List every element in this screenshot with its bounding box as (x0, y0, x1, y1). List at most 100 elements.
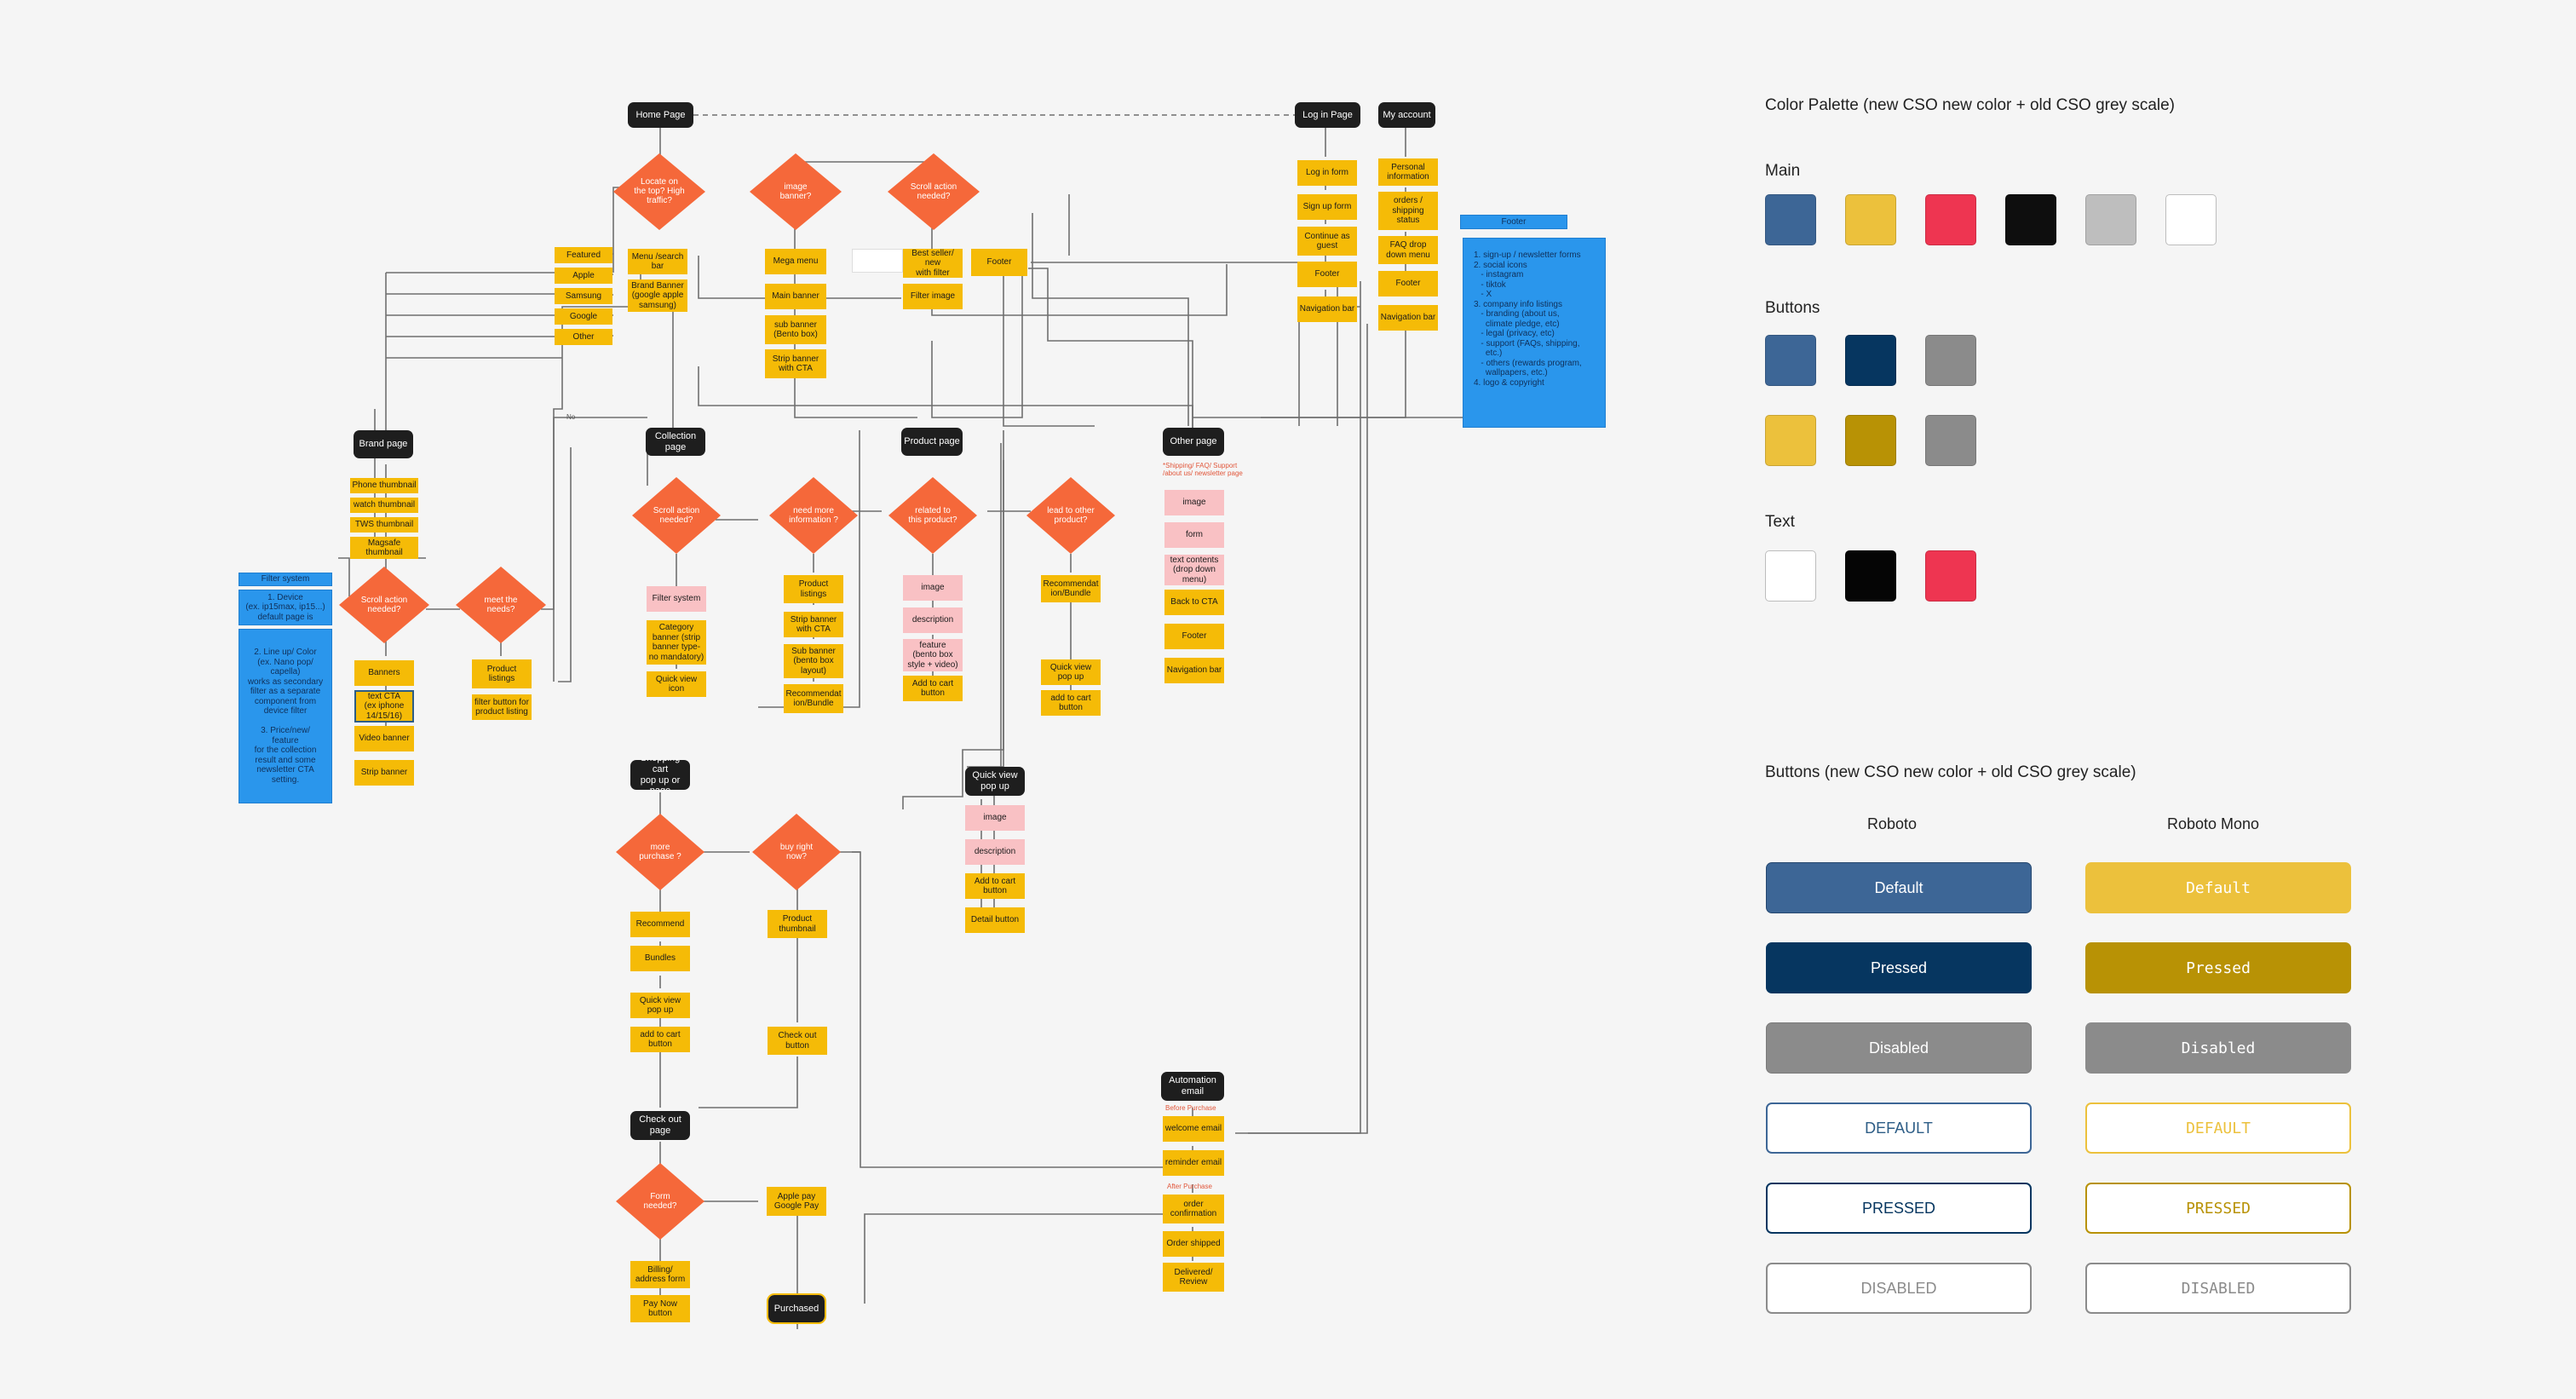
strip-banner-cta2-node: Strip banner with CTA (784, 612, 843, 637)
pressed-button[interactable]: Pressed (1766, 942, 2032, 993)
swatch-main-blue (1765, 194, 1816, 245)
add-to-cart-product-node: Add to cart button (903, 676, 963, 701)
swatch-text-red (1925, 550, 1976, 602)
swatch-main-grey (2085, 194, 2136, 245)
description-product-node: description (903, 607, 963, 633)
log-in-page-node[interactable]: Log in Page (1295, 102, 1360, 128)
decision-label: buy right now? (779, 842, 814, 861)
recommendation-bundle2-node: Recommendat ion/Bundle (1041, 575, 1101, 602)
order-confirmation-node: order confirmation (1163, 1195, 1224, 1223)
swatch-button-navy (1845, 335, 1896, 386)
recommendation-bundle-node: Recommendat ion/Bundle (784, 684, 843, 713)
faq-dropdown-node: FAQ drop down menu (1378, 236, 1438, 264)
other-page-note: *Shipping/ FAQ/ Support /about us/ newsl… (1163, 462, 1243, 477)
swatch-button-grey-2 (1925, 415, 1976, 466)
quick-view-popup-node[interactable]: Quick view pop up (965, 767, 1025, 796)
decision-label: image banner? (779, 181, 812, 201)
filter-system-item-2: 2. Line up/ Color (ex. Nano pop/ capella… (239, 629, 332, 803)
buttons-title: Buttons (new CSO new color + old CSO gre… (1765, 763, 2136, 781)
pay-now-node: Pay Now button (630, 1295, 690, 1322)
default-button[interactable]: Default (1766, 862, 2032, 913)
decision-form-needed: Form needed? (616, 1163, 704, 1240)
recommend-node: Recommend (630, 912, 690, 937)
banners-node: Banners (354, 660, 414, 686)
brand-page-node[interactable]: Brand page (354, 430, 413, 458)
quick-view-cart-node: Quick view pop up (630, 993, 690, 1018)
check-out-button-node: Check out button (768, 1027, 827, 1055)
decision-label: Scroll action needed? (910, 181, 957, 201)
product-listings-node: Product listings (784, 575, 843, 603)
category-banner-node: Category banner (strip banner type- no m… (647, 620, 706, 665)
decision-related-product: related to this product? (888, 477, 977, 554)
personal-info-node: Personal information (1378, 158, 1438, 186)
home-page-node[interactable]: Home Page (628, 102, 693, 128)
billing-form-node: Billing/ address form (630, 1261, 690, 1288)
swatch-text-black (1845, 550, 1896, 602)
edge-label-no: No (566, 413, 576, 421)
my-account-node[interactable]: My account (1378, 102, 1435, 128)
quick-view-icon-node: Quick view icon (647, 671, 706, 697)
product-page-node[interactable]: Product page (901, 428, 963, 456)
decision-image-banner: image banner? (750, 153, 842, 230)
disabled-mono-button[interactable]: Disabled (2085, 1022, 2351, 1074)
menu-item-other: Other (555, 329, 612, 345)
menu-item-google: Google (555, 308, 612, 325)
product-thumbnail-node: Product thumbnail (768, 910, 827, 938)
main-colors-label: Main (1765, 162, 1801, 180)
order-shipped-node: Order shipped (1163, 1231, 1224, 1257)
purchased-node[interactable]: Purchased (767, 1293, 826, 1324)
tws-thumbnail-node: TWS thumbnail (350, 517, 418, 533)
footer-panel-body: 1. sign-up / newsletter forms 2. social … (1463, 238, 1606, 428)
automation-email-node[interactable]: Automation email (1161, 1072, 1224, 1101)
menu-item-samsung: Samsung (555, 288, 612, 304)
image-qv-node: image (965, 805, 1025, 831)
sub-banner-layout-node: Sub banner (bento box layout) (784, 644, 843, 678)
phone-thumbnail-node: Phone thumbnail (350, 478, 418, 493)
default-outline-button[interactable]: DEFAULT (1766, 1103, 2032, 1154)
disabled-mono-outline-button[interactable]: DISABLED (2085, 1263, 2351, 1314)
video-banner-node: Video banner (354, 726, 414, 751)
swatch-button-yellow (1765, 415, 1816, 466)
menu-item-featured: Featured (555, 247, 612, 263)
add-to-cart-small-node: add to cart button (1041, 690, 1101, 716)
filter-button-node: filter button for product listing (472, 694, 532, 720)
swatch-main-black (2005, 194, 2056, 245)
footer-other-node: Footer (1164, 624, 1224, 649)
collection-page-node[interactable]: Collection page (646, 428, 705, 456)
default-mono-outline-button[interactable]: DEFAULT (2085, 1103, 2351, 1154)
decision-label: Form needed? (643, 1191, 677, 1211)
swatch-button-gold (1845, 415, 1896, 466)
decision-label: meet the needs? (484, 595, 518, 614)
log-in-form-node: Log in form (1297, 160, 1357, 186)
filter-system-item-1: 1. Device (ex. ip15max, ip15...) default… (239, 590, 332, 625)
shopping-cart-node[interactable]: Shopping cart pop up or page (630, 760, 690, 790)
sub-banner-node: sub banner (Bento box) (765, 315, 826, 344)
check-out-page-node[interactable]: Check out page (630, 1111, 690, 1140)
decision-lead-other: lead to other product? (1026, 477, 1115, 554)
bundles-node: Bundles (630, 946, 690, 971)
swatch-text-white (1765, 550, 1816, 602)
description-qv-node: description (965, 839, 1025, 865)
pressed-outline-button[interactable]: PRESSED (1766, 1183, 2032, 1234)
disabled-outline-button[interactable]: DISABLED (1766, 1263, 2032, 1314)
disabled-button[interactable]: Disabled (1766, 1022, 2032, 1074)
decision-scroll-top: Scroll action needed? (888, 153, 980, 230)
decision-locate-top: Locate on the top? High traffic? (613, 153, 705, 230)
feature-node: feature (bento box style + video) (903, 639, 963, 671)
footer-login-node: Footer (1297, 262, 1357, 287)
best-seller-node: Best seller/ new with filter (903, 249, 963, 278)
product-listings-brand-node: Product listings (472, 659, 532, 688)
decision-scroll-brand: Scroll action needed? (339, 567, 429, 643)
other-page-node[interactable]: Other page (1163, 428, 1224, 456)
pressed-mono-button[interactable]: Pressed (2085, 942, 2351, 993)
footer-home-node: Footer (971, 249, 1027, 276)
decision-label: Locate on the top? High traffic? (634, 177, 685, 206)
decision-label: Scroll action needed? (653, 505, 700, 525)
strip-banner-node: Strip banner (354, 760, 414, 786)
pressed-mono-outline-button[interactable]: PRESSED (2085, 1183, 2351, 1234)
default-mono-button[interactable]: Default (2085, 862, 2351, 913)
palette-title: Color Palette (new CSO new color + old C… (1765, 96, 2176, 114)
image-other-node: image (1164, 490, 1224, 515)
magsafe-thumbnail-node: Magsafe thumbnail (350, 537, 418, 559)
add-to-cart-qv-node: Add to cart button (965, 873, 1025, 899)
